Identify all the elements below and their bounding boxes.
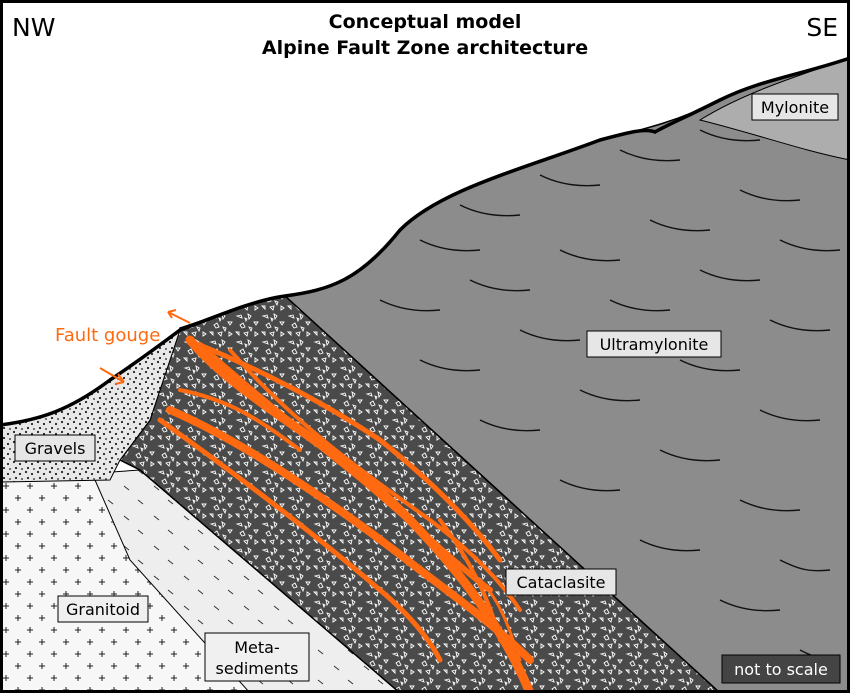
mylonite-label-box xyxy=(751,93,839,121)
granitoid-label: Granitoid xyxy=(66,600,140,619)
metasediments-label-box xyxy=(204,632,310,682)
ground-surface xyxy=(2,56,848,427)
gravels-label-box xyxy=(14,434,96,462)
orientation-right: SE xyxy=(806,13,838,42)
title-line-1: Conceptual model xyxy=(329,11,522,33)
scale-note-box xyxy=(721,654,841,684)
metasediments-label-line-1: Meta- xyxy=(234,638,280,657)
fault-gouge-label: Fault gouge xyxy=(55,325,160,346)
gravels-label: Gravels xyxy=(25,439,86,458)
ultramylonite-label-box xyxy=(586,330,722,358)
fault-strands xyxy=(157,335,535,691)
granitoid-label-box xyxy=(57,595,149,623)
scale-note: not to scale xyxy=(734,660,828,679)
cataclasite-label-box xyxy=(505,568,617,596)
cataclasite-label: Cataclasite xyxy=(517,573,606,592)
metasediments-label-line-2: sediments xyxy=(216,659,299,678)
mylonite-label: Mylonite xyxy=(761,98,829,117)
fault-gouge-arrows xyxy=(99,309,191,385)
orientation-left: NW xyxy=(12,13,55,42)
ultramylonite-label: Ultramylonite xyxy=(600,335,709,354)
title-line-2: Alpine Fault Zone architecture xyxy=(262,37,588,59)
